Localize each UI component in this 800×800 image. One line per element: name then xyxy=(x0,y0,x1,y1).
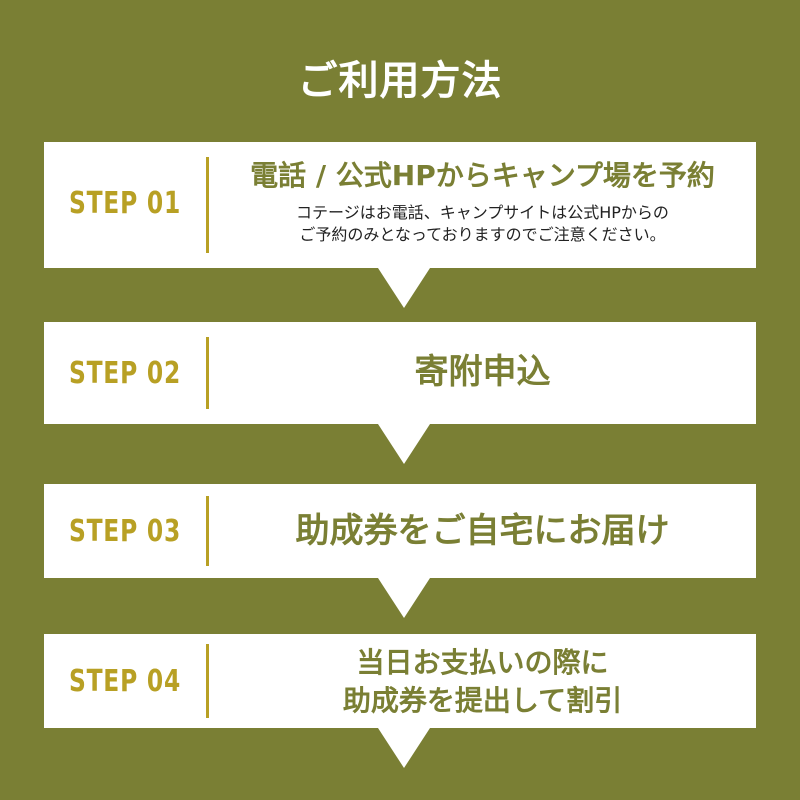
down-arrow-icon xyxy=(378,578,430,618)
down-arrow-icon xyxy=(378,424,430,464)
step-card-03: STEP 03 助成券をご自宅にお届け xyxy=(44,484,756,618)
step-divider xyxy=(206,496,209,566)
page-title: ご利用方法 xyxy=(297,58,503,104)
step-divider xyxy=(206,644,209,718)
down-arrow-icon xyxy=(378,268,430,308)
step-note-line: ご予約のみとなっておりますのでご注意ください。 xyxy=(299,225,666,244)
step-heading: 助成券をご自宅にお届け xyxy=(295,511,670,551)
step-card-04: STEP 04 当日お支払いの際に 助成券を提出して割引 xyxy=(44,634,756,768)
step-label: STEP 04 xyxy=(68,664,182,699)
down-arrow-icon xyxy=(378,728,430,768)
step-heading: 当日お支払いの際に 助成券を提出して割引 xyxy=(209,644,756,720)
step-card-02: STEP 02 寄附申込 xyxy=(44,322,756,464)
step-label: STEP 03 xyxy=(68,514,182,549)
step-divider xyxy=(206,337,209,409)
step-note: コテージはお電話、キャンプサイトは公式HPからの ご予約のみとなっておりますので… xyxy=(209,202,756,246)
step-divider xyxy=(206,157,209,253)
step-heading-line: 当日お支払いの際に xyxy=(356,646,609,679)
step-label: STEP 02 xyxy=(68,356,182,391)
step-heading: 電話 / 公式HPからキャンプ場を予約 xyxy=(250,159,715,192)
step-heading-line: 助成券を提出して割引 xyxy=(342,684,623,717)
step-heading: 寄附申込 xyxy=(414,352,551,392)
step-label: STEP 01 xyxy=(68,186,182,221)
step-content: 電話 / 公式HPからキャンプ場を予約 コテージはお電話、キャンプサイトは公式H… xyxy=(209,156,756,246)
step-card-01: STEP 01 電話 / 公式HPからキャンプ場を予約 コテージはお電話、キャン… xyxy=(44,142,756,308)
step-note-line: コテージはお電話、キャンプサイトは公式HPからの xyxy=(296,203,669,222)
